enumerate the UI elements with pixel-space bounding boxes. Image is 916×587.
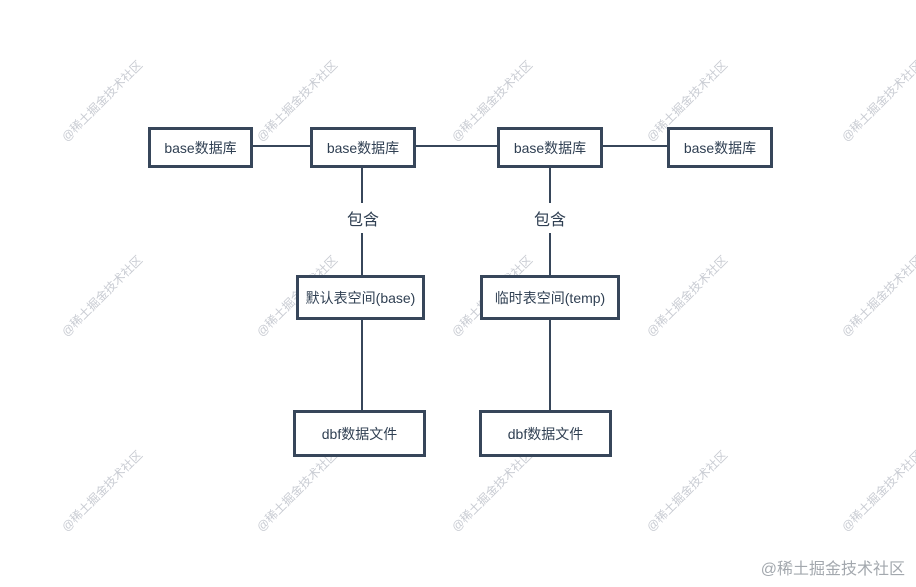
watermark-text: @稀土掘金技术社区 bbox=[643, 447, 731, 535]
connector-tablespace2-file2 bbox=[549, 320, 551, 410]
watermark-text: @稀土掘金技术社区 bbox=[838, 447, 916, 535]
connector-top-3-4 bbox=[603, 145, 667, 147]
connector-top-1-2 bbox=[253, 145, 310, 147]
connector-tablespace1-file1 bbox=[361, 320, 363, 410]
relation-label-contains-1: 包含 bbox=[336, 203, 390, 233]
middle-box-1: 默认表空间(base) bbox=[296, 275, 425, 320]
watermark-text: @稀土掘金技术社区 bbox=[58, 57, 146, 145]
watermark-text: @稀土掘金技术社区 bbox=[838, 252, 916, 340]
relation-label-contains-2: 包含 bbox=[523, 203, 577, 233]
bottom-box-2: dbf数据文件 bbox=[479, 410, 612, 457]
bottom-box-1: dbf数据文件 bbox=[293, 410, 426, 457]
top-box-3: base数据库 bbox=[497, 127, 603, 168]
watermark-text: @稀土掘金技术社区 bbox=[838, 57, 916, 145]
top-box-1: base数据库 bbox=[148, 127, 253, 168]
watermark-text: @稀土掘金技术社区 bbox=[58, 447, 146, 535]
top-box-4: base数据库 bbox=[667, 127, 773, 168]
top-box-2: base数据库 bbox=[310, 127, 416, 168]
middle-box-2: 临时表空间(temp) bbox=[480, 275, 620, 320]
juejin-watermark-badge: @稀土掘金技术社区 bbox=[760, 561, 905, 578]
watermark-text: @稀土掘金技术社区 bbox=[643, 252, 731, 340]
watermark-text: @稀土掘金技术社区 bbox=[58, 252, 146, 340]
connector-top-2-3 bbox=[416, 145, 497, 147]
